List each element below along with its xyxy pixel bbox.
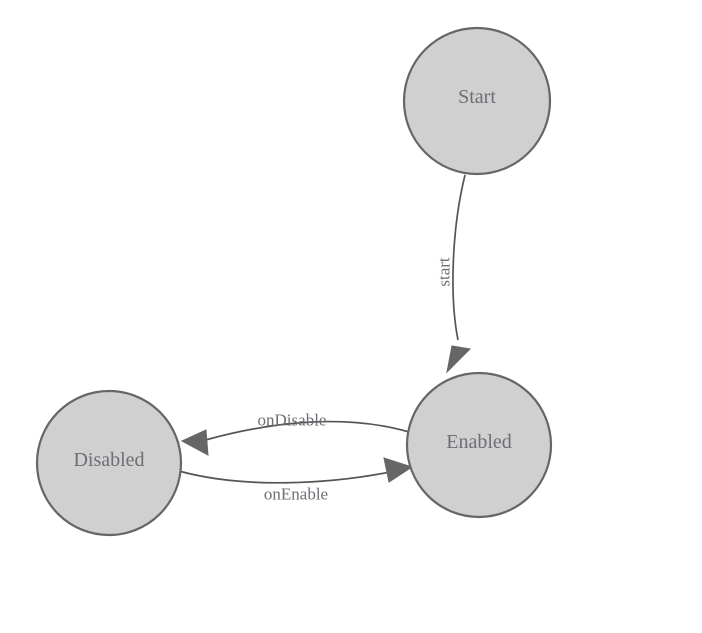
- edge-line-onenable: [178, 470, 391, 484]
- node-circle-disabled: [35, 389, 183, 537]
- arrowhead-icon-start: [446, 345, 472, 374]
- edge-label-ondisable: onDisable: [258, 411, 327, 430]
- node-circle-start: [402, 26, 552, 176]
- node-group: Start Enabled Disabled: [35, 26, 553, 537]
- node-label-disabled: Disabled: [73, 449, 144, 471]
- edge-label-onenable: onEnable: [264, 485, 328, 504]
- edge-line-ondisable: [201, 420, 410, 442]
- edge-label-start: start: [435, 257, 454, 287]
- arrowhead-icon-ondisable: [180, 429, 209, 456]
- node-enabled[interactable]: Enabled: [405, 371, 553, 519]
- node-label-enabled: Enabled: [446, 431, 512, 453]
- edge-enabled-to-disabled[interactable]: onDisable: [180, 411, 410, 456]
- edge-start-to-enabled[interactable]: start: [435, 174, 472, 374]
- arrowhead-icon-onenable: [383, 457, 414, 483]
- edge-line-start: [452, 174, 466, 341]
- node-disabled[interactable]: Disabled: [35, 389, 183, 537]
- node-circle-enabled: [405, 371, 553, 519]
- node-label-start: Start: [458, 86, 496, 108]
- edge-group: start onDisable onEnable: [178, 174, 472, 504]
- node-start[interactable]: Start: [402, 26, 552, 176]
- edge-disabled-to-enabled[interactable]: onEnable: [178, 457, 414, 504]
